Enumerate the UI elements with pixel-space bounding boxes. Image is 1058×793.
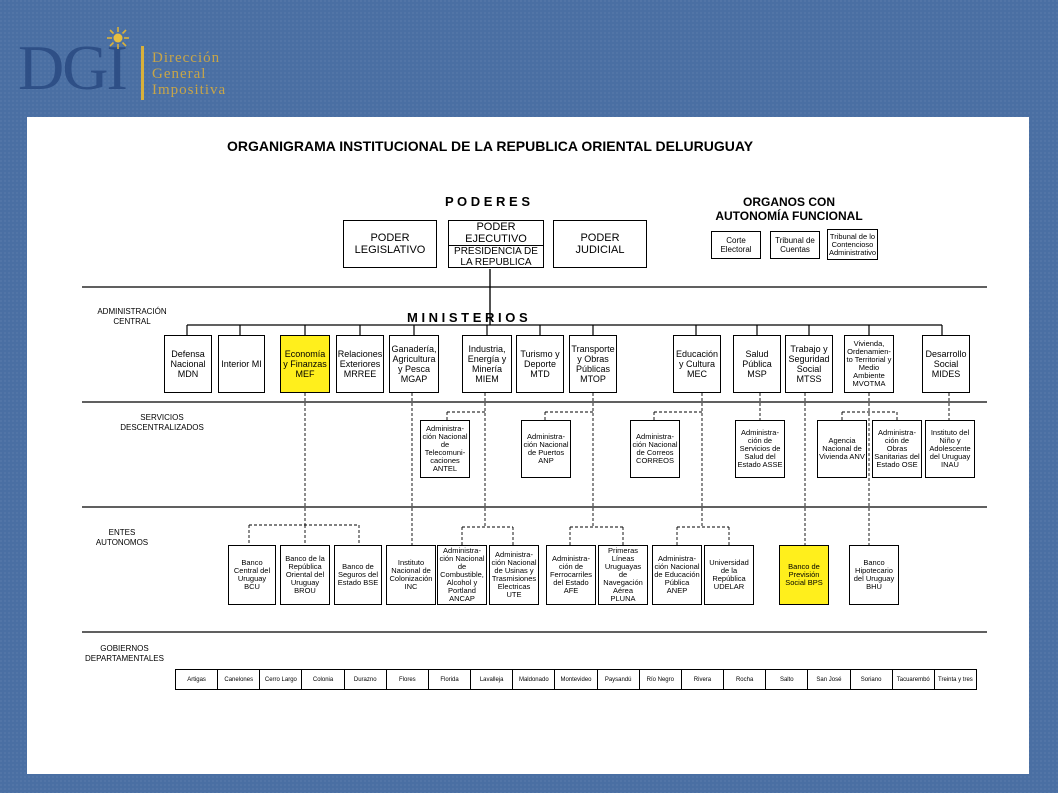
box-mgap: Ganadería, Agricultura y Pesca MGAP bbox=[389, 335, 439, 393]
departamento-cell: Canelones bbox=[217, 669, 261, 690]
departamento-cell: Montevideo bbox=[554, 669, 598, 690]
ministerios-heading: M I N I S T E R I O S bbox=[407, 310, 528, 325]
departamento-cell: Artigas bbox=[175, 669, 219, 690]
box-inau: Instituto del Niño y Adolescente del Uru… bbox=[925, 420, 975, 478]
dgi-logo: DGI Dirección General Impositiva bbox=[0, 0, 1058, 112]
box-mvotma: Vivienda, Ordenamien-to Territorial y Me… bbox=[844, 335, 894, 393]
box-mi: Interior MI bbox=[218, 335, 265, 393]
departamento-cell: Cerro Largo bbox=[259, 669, 303, 690]
departamento-cell: Florida bbox=[427, 669, 472, 690]
departamento-cell: Maldonado bbox=[512, 669, 556, 690]
label-entes: ENTES AUTONOMOS bbox=[95, 528, 149, 547]
logo-line-3: Impositiva bbox=[152, 82, 227, 98]
departamento-cell: Lavalleja bbox=[470, 669, 514, 690]
box-poder-legislativo: PODER LEGISLATIVO bbox=[343, 220, 437, 268]
organos-heading-line-1: ORGANOS CON bbox=[742, 195, 835, 209]
sun-icon bbox=[107, 27, 129, 49]
departamento-cell: Río Negro bbox=[638, 669, 682, 690]
box-udelar: Universidad de la República UDELAR bbox=[704, 545, 754, 605]
box-bps: Banco de Previsión Social BPS bbox=[779, 545, 829, 605]
departamento-cell: Durazno bbox=[343, 669, 387, 690]
departamento-cell: Colonia bbox=[301, 669, 345, 690]
poderes-heading: P O D E R E S bbox=[445, 194, 531, 209]
label-servicios: SERVICIOS DESCENTRALIZADOS bbox=[120, 413, 204, 432]
organos-heading-line-2: AUTONOMÍA FUNCIONAL bbox=[715, 209, 863, 223]
departamento-cell: Paysandú bbox=[596, 669, 640, 690]
ejecutivo-label: PODER EJECUTIVO bbox=[449, 221, 543, 246]
box-pluna: Primeras Líneas Uruguayas de Navegación … bbox=[598, 545, 648, 605]
box-mec: Educación y Cultura MEC bbox=[673, 335, 721, 393]
logo-divider bbox=[141, 46, 144, 100]
box-poder-judicial: PODER JUDICIAL bbox=[553, 220, 647, 268]
label-admin-central: ADMINISTRACIÓN CENTRAL bbox=[97, 307, 167, 326]
box-ute: Administra-ción Nacional de Usinas y Tra… bbox=[489, 545, 539, 605]
logo-line-1: Dirección bbox=[152, 50, 221, 66]
box-mides: Desarrollo Social MIDES bbox=[922, 335, 970, 393]
box-afe: Administra-ción de Ferrocarriles del Est… bbox=[546, 545, 596, 605]
box-msp: Salud Pública MSP bbox=[733, 335, 781, 393]
organos-heading: ORGANOS CON AUTONOMÍA FUNCIONAL bbox=[703, 195, 875, 223]
box-anep: Administra-ción Nacional de Educación Pú… bbox=[652, 545, 702, 605]
box-miem: Industria, Energía y Minería MIEM bbox=[462, 335, 512, 393]
box-mtss: Trabajo y Seguridad Social MTSS bbox=[785, 335, 833, 393]
box-poder-ejecutivo: PODER EJECUTIVO PRESIDENCIA DE LA REPUBL… bbox=[448, 220, 544, 268]
departamento-cell: Flores bbox=[385, 669, 429, 690]
box-asse: Administra-ción de Servicios de Salud de… bbox=[735, 420, 785, 478]
box-mdn: Defensa Nacional MDN bbox=[164, 335, 212, 393]
departamento-cell: Rivera bbox=[680, 669, 725, 690]
logo-brand: DGI bbox=[18, 32, 128, 103]
box-anp: Administra-ción Nacional de Puertos ANP bbox=[521, 420, 571, 478]
box-ancap: Administra-ción Nacional de Combustible,… bbox=[437, 545, 487, 605]
box-antel: Administra-ción Nacional de Telecomuni-c… bbox=[420, 420, 470, 478]
label-gobiernos: GOBIERNOS DEPARTAMENTALES bbox=[85, 644, 164, 663]
box-bcu: Banco Central del Uruguay BCU bbox=[228, 545, 276, 605]
box-correos: Administra-ción Nacional de Correos CORR… bbox=[630, 420, 680, 478]
box-mrree: Relaciones Exteriores MRREE bbox=[336, 335, 384, 393]
box-bhu: Banco Hipotecario del Uruguay BHU bbox=[849, 545, 899, 605]
chart-title: ORGANIGRAMA INSTITUCIONAL DE LA REPUBLIC… bbox=[227, 138, 754, 154]
logo-line-2: General bbox=[152, 66, 207, 82]
box-corte-electoral: Corte Electoral bbox=[711, 231, 761, 259]
box-mef: Economía y Finanzas MEF bbox=[280, 335, 330, 393]
presidencia-label: PRESIDENCIA DE LA REPUBLICA bbox=[454, 245, 538, 268]
box-tribunal-contencioso: Tribunal de lo Contencioso Administrativ… bbox=[827, 229, 878, 260]
departamento-cell: Tacuarembó bbox=[891, 669, 935, 690]
box-bse: Banco de Seguros del Estado BSE bbox=[334, 545, 382, 605]
connector-lines bbox=[82, 269, 987, 633]
box-tribunal-cuentas: Tribunal de Cuentas bbox=[770, 231, 820, 259]
box-mtd: Turismo y Deporte MTD bbox=[516, 335, 564, 393]
org-chart-sheet: ORGANIGRAMA INSTITUCIONAL DE LA REPUBLIC… bbox=[27, 117, 1029, 774]
departamento-cell: San José bbox=[807, 669, 851, 690]
box-ose: Administra-ción de Obras Sanitarias del … bbox=[872, 420, 922, 478]
box-mtop: Transporte y Obras Públicas MTOP bbox=[569, 335, 617, 393]
departamento-cell: Salto bbox=[765, 669, 809, 690]
box-brou: Banco de la República Oriental del Urugu… bbox=[280, 545, 330, 605]
box-inc: Instituto Nacional de Colonización INC bbox=[386, 545, 436, 605]
departamento-cell: Soriano bbox=[849, 669, 893, 690]
departamento-cell: Rocha bbox=[723, 669, 767, 690]
departamento-cell: Treinta y tres bbox=[933, 669, 977, 690]
box-anv: Agencia Nacional de Vivienda ANV bbox=[817, 420, 867, 478]
